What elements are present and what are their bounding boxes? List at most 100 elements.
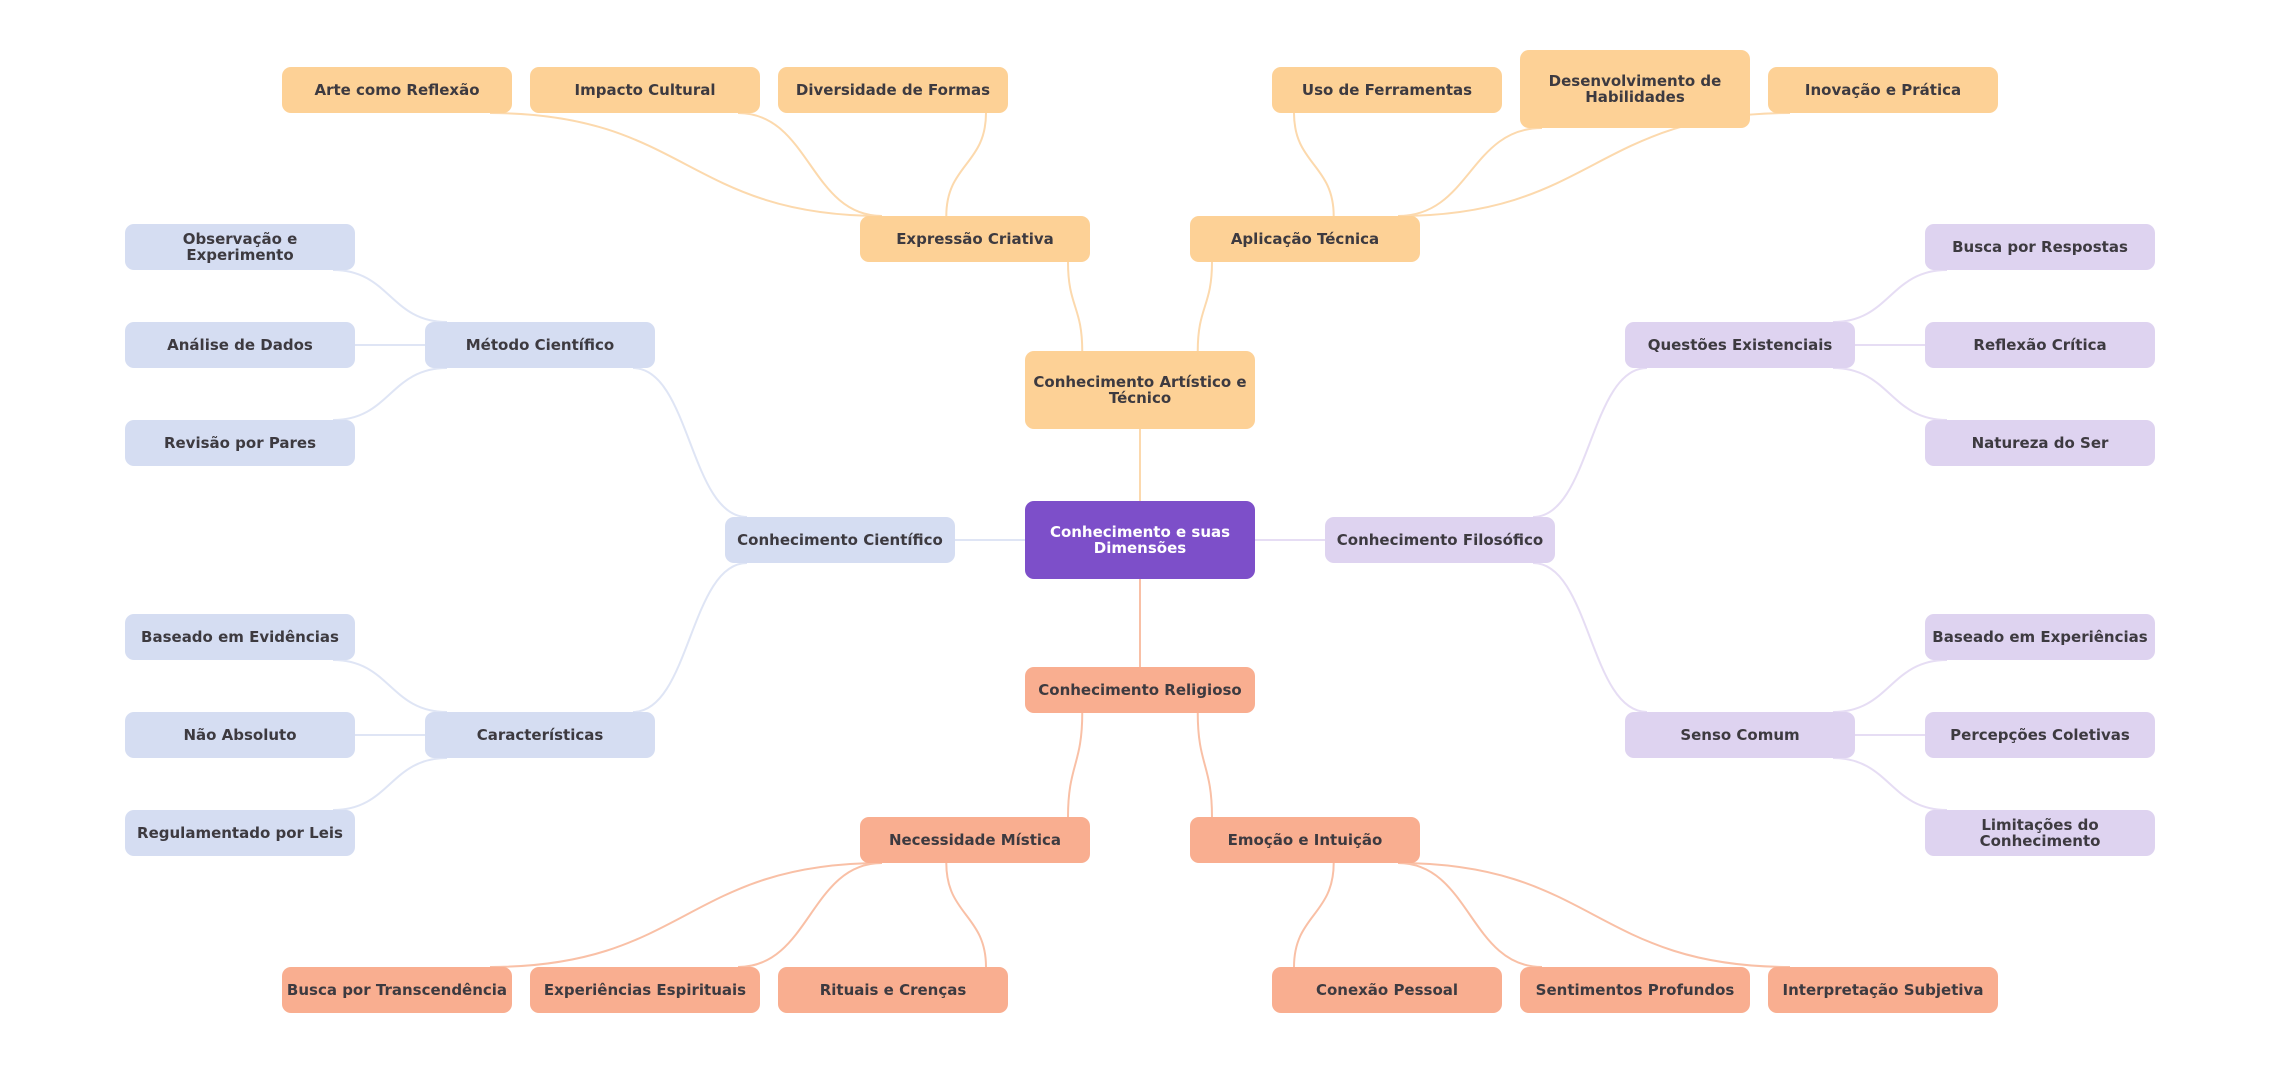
node-label: Método Científico — [465, 336, 615, 354]
node-diversity-of-forms[interactable]: Diversidade de Formas — [778, 67, 1008, 113]
edge-apl-desenv — [1397, 127, 1543, 217]
node-existential-questions[interactable]: Questões Existenciais — [1625, 322, 1855, 368]
node-limits-of-knowledge[interactable]: Limitações do Conhecimento — [1925, 810, 2155, 856]
edge-questoes-busca_resp — [1832, 269, 1948, 323]
node-innovation-practice[interactable]: Inovação e Prática — [1768, 67, 1998, 113]
node-label: Impacto Cultural — [574, 81, 716, 99]
node-label: Conhecimento Religioso — [1038, 681, 1242, 699]
node-label: Rituais e Crenças — [819, 981, 967, 999]
node-label: Conhecimento e suas Dimensões — [1049, 523, 1231, 557]
node-label: Questões Existenciais — [1647, 336, 1833, 354]
node-tool-use[interactable]: Uso de Ferramentas — [1272, 67, 1502, 113]
node-art-as-reflection[interactable]: Arte como Reflexão — [282, 67, 512, 113]
edge-expr-impacto — [737, 112, 883, 217]
node-label: Expressão Criativa — [896, 230, 1054, 248]
node-artistic-knowledge[interactable]: Conhecimento Artístico e Técnico — [1025, 351, 1255, 429]
node-cultural-impact[interactable]: Impacto Cultural — [530, 67, 760, 113]
node-label: Arte como Reflexão — [314, 81, 480, 99]
edge-apl-inov — [1397, 112, 1791, 217]
edge-questoes-natureza — [1832, 367, 1948, 421]
node-data-analysis[interactable]: Análise de Dados — [125, 322, 355, 368]
edge-metodo-obs — [332, 269, 448, 323]
node-technical-application[interactable]: Aplicação Técnica — [1190, 216, 1420, 262]
node-rituals-beliefs[interactable]: Rituais e Crenças — [778, 967, 1008, 1013]
edge-emocao-sentim — [1397, 862, 1543, 968]
node-not-absolute[interactable]: Não Absoluto — [125, 712, 355, 758]
node-common-sense[interactable]: Senso Comum — [1625, 712, 1855, 758]
node-regulated-by-laws[interactable]: Regulamentado por Leis — [125, 810, 355, 856]
edge-art-expr — [1067, 261, 1084, 352]
node-observation-experiment[interactable]: Observação e Experimento — [125, 224, 355, 270]
node-label: Sentimentos Profundos — [1535, 981, 1735, 999]
node-label: Percepções Coletivas — [1950, 726, 2130, 744]
edge-caract-regul — [332, 757, 448, 811]
node-label: Desenvolvimento de Habilidades — [1548, 72, 1722, 106]
edge-caract-evid — [332, 659, 448, 713]
node-label: Senso Comum — [1680, 726, 1800, 744]
node-label: Regulamentado por Leis — [137, 824, 343, 842]
node-label: Características — [476, 726, 604, 744]
edge-metodo-revisao — [332, 367, 448, 421]
node-peer-review[interactable]: Revisão por Pares — [125, 420, 355, 466]
node-evidence-based[interactable]: Baseado em Evidências — [125, 614, 355, 660]
root-node[interactable]: Conhecimento e suas Dimensões — [1025, 501, 1255, 579]
edge-phi-senso — [1532, 562, 1648, 713]
node-creative-expression[interactable]: Expressão Criativa — [860, 216, 1090, 262]
node-label: Busca por Respostas — [1952, 238, 2128, 256]
edge-sci-caract — [632, 562, 748, 713]
node-label: Conhecimento Científico — [737, 531, 943, 549]
node-label: Necessidade Mística — [888, 831, 1062, 849]
node-label: Conhecimento Filosófico — [1336, 531, 1544, 549]
node-search-for-answers[interactable]: Busca por Respostas — [1925, 224, 2155, 270]
edge-senso-limit — [1832, 757, 1948, 811]
node-label: Conhecimento Artístico e Técnico — [1033, 373, 1247, 407]
node-search-transcendence[interactable]: Busca por Transcendência — [282, 967, 512, 1013]
edge-senso-exper — [1832, 659, 1948, 713]
edge-mistica-rituais — [945, 862, 987, 968]
node-label: Observação e Experimento — [182, 230, 298, 264]
node-spiritual-experiences[interactable]: Experiências Espirituais — [530, 967, 760, 1013]
edge-sci-metodo — [632, 367, 748, 518]
node-label: Busca por Transcendência — [286, 981, 508, 999]
node-label: Revisão por Pares — [163, 434, 317, 452]
node-emotion-intuition[interactable]: Emoção e Intuição — [1190, 817, 1420, 863]
edge-rel-emocao — [1196, 712, 1213, 818]
edge-phi-questoes — [1532, 367, 1648, 518]
node-personal-connection[interactable]: Conexão Pessoal — [1272, 967, 1502, 1013]
node-critical-reflection[interactable]: Reflexão Crítica — [1925, 322, 2155, 368]
edge-mistica-espirit — [737, 862, 883, 968]
node-scientific-method[interactable]: Método Científico — [425, 322, 655, 368]
node-experience-based[interactable]: Baseado em Experiências — [1925, 614, 2155, 660]
edge-emocao-conexao — [1293, 862, 1335, 968]
node-label: Natureza do Ser — [1971, 434, 2109, 452]
node-label: Diversidade de Formas — [795, 81, 991, 99]
node-deep-feelings[interactable]: Sentimentos Profundos — [1520, 967, 1750, 1013]
node-collective-perceptions[interactable]: Percepções Coletivas — [1925, 712, 2155, 758]
node-nature-of-being[interactable]: Natureza do Ser — [1925, 420, 2155, 466]
node-label: Conexão Pessoal — [1315, 981, 1459, 999]
node-mystical-need[interactable]: Necessidade Mística — [860, 817, 1090, 863]
node-scientific-knowledge[interactable]: Conhecimento Científico — [725, 517, 955, 563]
node-religious-knowledge[interactable]: Conhecimento Religioso — [1025, 667, 1255, 713]
node-characteristics[interactable]: Características — [425, 712, 655, 758]
node-label: Aplicação Técnica — [1230, 230, 1380, 248]
edge-emocao-interp — [1397, 862, 1791, 968]
edge-expr-divers — [945, 112, 987, 217]
edge-expr-arte_refl — [489, 112, 883, 217]
node-label: Inovação e Prática — [1804, 81, 1962, 99]
edge-art-apl — [1196, 261, 1213, 352]
node-label: Uso de Ferramentas — [1301, 81, 1473, 99]
node-skill-development[interactable]: Desenvolvimento de Habilidades — [1520, 50, 1750, 128]
node-label: Baseado em Experiências — [1932, 628, 2148, 646]
edge-mistica-transc — [489, 862, 883, 968]
node-label: Interpretação Subjetiva — [1782, 981, 1984, 999]
node-label: Limitações do Conhecimento — [1979, 816, 2101, 850]
node-philosophical-knowledge[interactable]: Conhecimento Filosófico — [1325, 517, 1555, 563]
node-label: Baseado em Evidências — [141, 628, 339, 646]
edge-apl-uso — [1293, 112, 1335, 217]
node-label: Experiências Espirituais — [543, 981, 747, 999]
node-label: Emoção e Intuição — [1227, 831, 1383, 849]
edge-rel-mistica — [1067, 712, 1084, 818]
node-subjective-interpretation[interactable]: Interpretação Subjetiva — [1768, 967, 1998, 1013]
